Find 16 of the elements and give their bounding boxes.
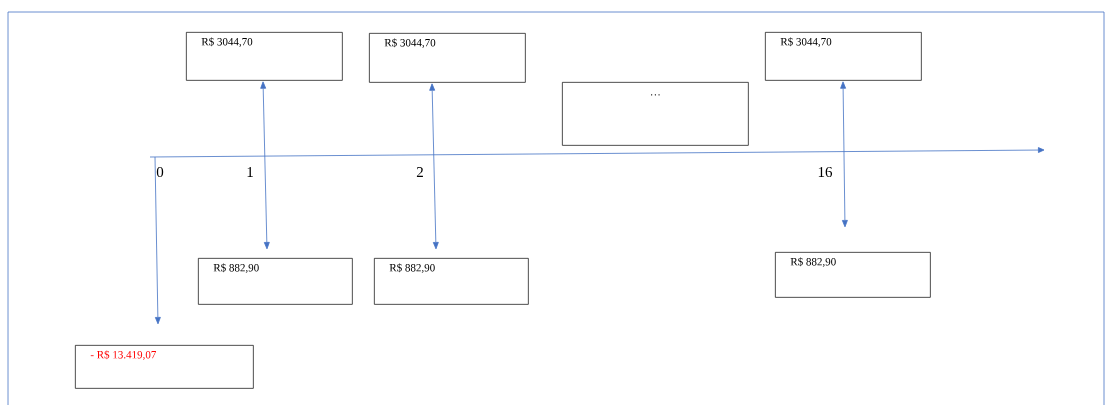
value-box: - R$ 13.419,07 [75, 345, 254, 389]
arrow [154, 156, 161, 325]
value-box: R$ 882,90 [198, 258, 353, 305]
value-box: R$ 3044,70 [369, 33, 526, 83]
arrow [429, 83, 439, 250]
value-box: R$ 882,90 [374, 258, 529, 305]
ellipsis-box: … [562, 82, 749, 146]
period-number: 2 [416, 167, 423, 177]
value-box: R$ 3044,70 [186, 32, 343, 81]
period-number: 1 [247, 167, 253, 177]
arrow [840, 81, 848, 228]
value-box: R$ 882,90 [775, 252, 931, 298]
period-number: 16 [818, 166, 833, 178]
period-number: 0 [156, 166, 164, 178]
arrow [260, 81, 270, 250]
value-box: R$ 3044,70 [765, 32, 922, 81]
